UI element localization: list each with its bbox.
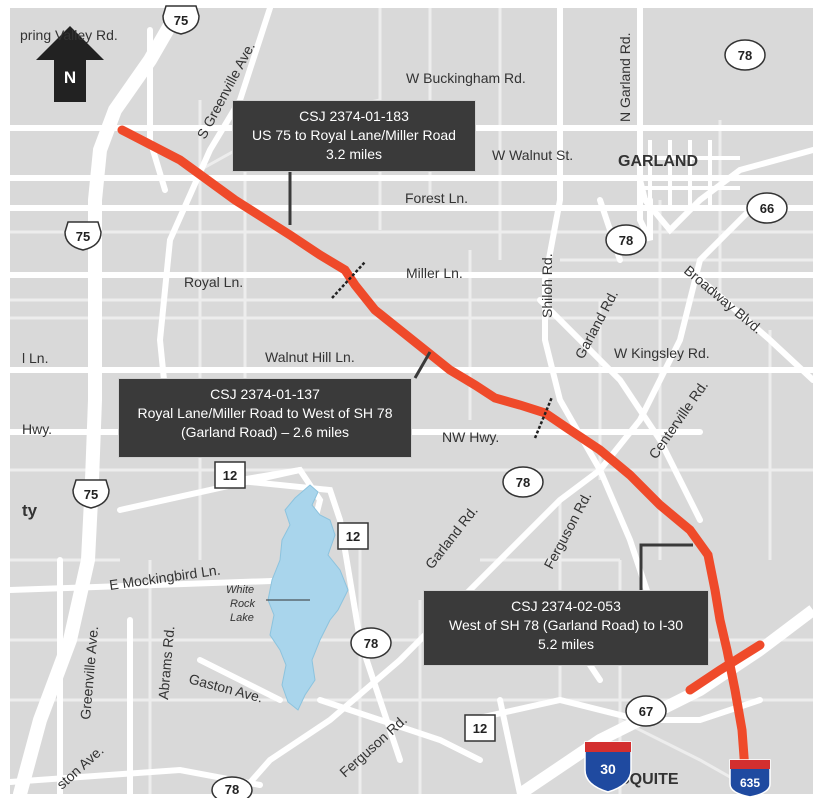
white-rock-lake <box>267 484 349 711</box>
callout-137-line-2: Royal Lane/Miller Road to West of SH 78 <box>137 405 393 421</box>
lake-label-3: Lake <box>230 612 254 624</box>
sh12-shield-a-number: 12 <box>223 468 237 483</box>
lake-label-1: White <box>226 584 254 596</box>
sh78-shield-sw-number: 78 <box>364 636 378 651</box>
us75-shield-low-number: 75 <box>84 487 98 502</box>
north-arrow-label: N <box>63 68 77 87</box>
callout-csj-2374-02-053: CSJ 2374-02-053 West of SH 78 (Garland R… <box>423 590 709 666</box>
i30-shield-number: 30 <box>600 761 616 777</box>
street-l-ln: l Ln. <box>22 350 48 366</box>
garland-downtown-grid <box>640 140 740 210</box>
callout-leaders <box>288 172 693 590</box>
street-nw-hwy: NW Hwy. <box>442 429 499 445</box>
street-spring-valley: pring Valley Rd. <box>20 27 118 43</box>
us75-shield-mid-number: 75 <box>76 229 90 244</box>
sh67-shield: 67 <box>625 695 667 727</box>
callout-053-line-2: West of SH 78 (Garland Road) to I-30 <box>449 617 683 633</box>
us75-shield-low: 75 <box>72 479 110 509</box>
sh78-shield-bottom-number: 78 <box>225 782 239 797</box>
sh66-shield-number: 66 <box>760 201 774 216</box>
sh78-shield-mid: 78 <box>605 224 647 256</box>
i30-shield: 30 <box>584 741 632 793</box>
sh78-shield-ne: 78 <box>724 39 766 71</box>
sh67-shield-number: 67 <box>639 704 653 719</box>
street-w-buckingham: W Buckingham Rd. <box>406 70 526 86</box>
segment-boundaries <box>331 261 554 439</box>
callout-183-line-1: CSJ 2374-01-183 <box>299 108 409 124</box>
callout-053-line-3: 5.2 miles <box>537 636 595 652</box>
street-abrams: Abrams Rd. <box>155 625 177 700</box>
sh12-shield-b-number: 12 <box>346 529 360 544</box>
street-ty: ty <box>22 501 38 520</box>
sh78-shield-sw: 78 <box>350 627 392 659</box>
us75-freeway <box>13 1 187 798</box>
i635-shield-number: 635 <box>740 776 760 790</box>
sh78-shield-bottom: 78 <box>211 776 253 798</box>
street-w-kingsley: W Kingsley Rd. <box>614 345 710 361</box>
i30-corridor-segment <box>685 640 765 695</box>
minor-streets <box>10 8 813 796</box>
us75-shield-mid: 75 <box>64 221 102 251</box>
north-arrow <box>36 26 104 102</box>
street-walnut-hill: Walnut Hill Ln. <box>265 349 355 365</box>
callout-csj-2374-01-137: CSJ 2374-01-137 Royal Lane/Miller Road t… <box>118 378 412 458</box>
label-garland: GARLAND <box>618 153 698 170</box>
callout-137-line-1: CSJ 2374-01-137 <box>210 386 320 402</box>
street-w-walnut: W Walnut St. <box>492 147 573 163</box>
callout-183-line-3: 3.2 miles <box>325 146 383 162</box>
callout-053-line-1: CSJ 2374-02-053 <box>511 598 621 614</box>
sh78-shield-mid-number: 78 <box>619 233 633 248</box>
sh12-shield-c-number: 12 <box>473 721 487 736</box>
us75-shield-top-number: 75 <box>174 13 188 28</box>
sh12-shield-c: 12 <box>464 714 496 742</box>
i635-shield: 635 <box>729 759 771 798</box>
us75-shield-top: 75 <box>162 5 200 35</box>
sh12-shield-a: 12 <box>214 461 246 489</box>
sh78-shield-ne-number: 78 <box>738 48 752 63</box>
street-royal: Royal Ln. <box>184 274 243 290</box>
callout-csj-2374-01-183: CSJ 2374-01-183 US 75 to Royal Lane/Mill… <box>232 100 476 172</box>
sh78-shield-low-number: 78 <box>516 475 530 490</box>
sh66-shield: 66 <box>746 192 788 224</box>
i30-freeway <box>516 605 817 798</box>
i635-corridor <box>117 125 751 795</box>
sh12-shield-b: 12 <box>337 522 369 550</box>
street-n-garland: N Garland Rd. <box>617 33 633 122</box>
street-shiloh: Shiloh Rd. <box>539 253 555 318</box>
sh78-shield-low: 78 <box>502 466 544 498</box>
lake-label-2: Rock <box>230 598 256 610</box>
callout-183-line-2: US 75 to Royal Lane/Miller Road <box>252 127 456 143</box>
street-miller: Miller Ln. <box>406 265 463 281</box>
street-forest: Forest Ln. <box>405 190 468 206</box>
street-hwy: Hwy. <box>22 421 52 437</box>
callout-137-line-3: (Garland Road) – 2.6 miles <box>180 424 350 440</box>
